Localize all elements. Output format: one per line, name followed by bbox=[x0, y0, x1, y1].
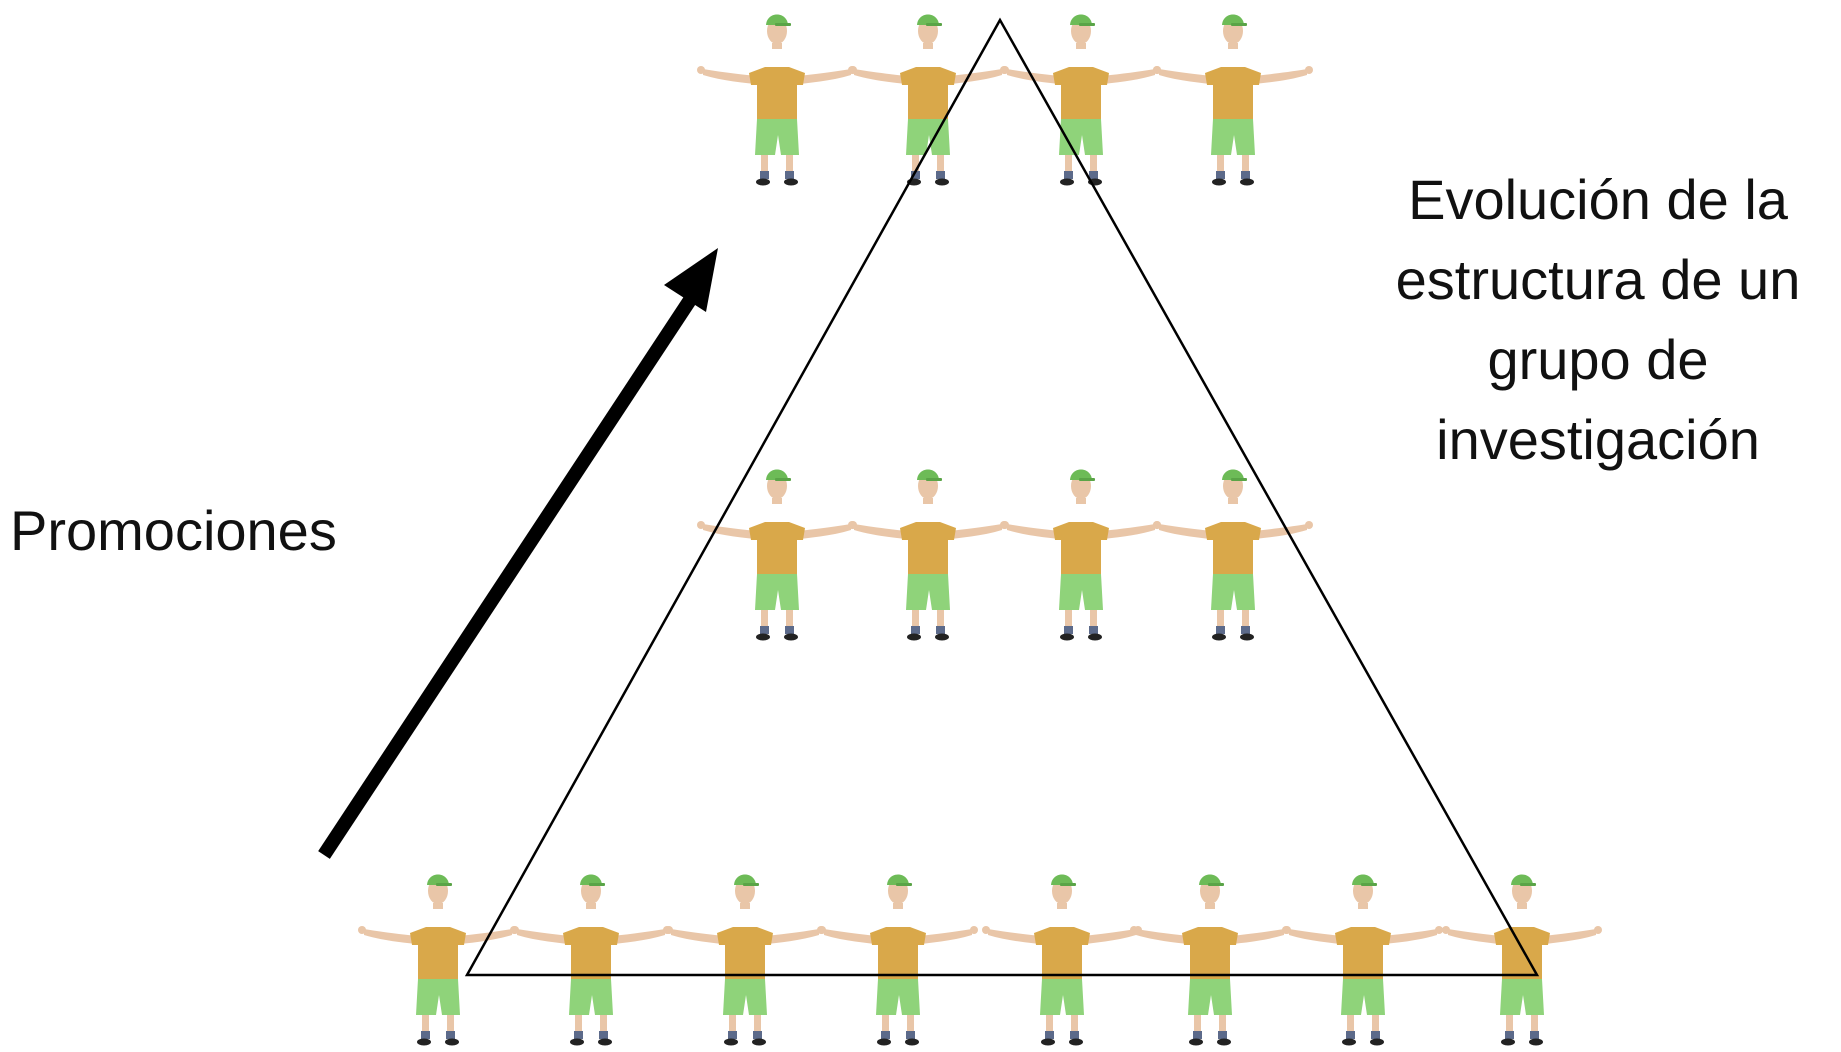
person-figure-icon bbox=[1442, 874, 1602, 1046]
promotions-label: Promociones bbox=[10, 499, 337, 562]
person-figure-icon bbox=[1283, 874, 1443, 1046]
person-figure-icon bbox=[665, 874, 825, 1046]
person-figure-icon bbox=[697, 469, 857, 641]
person-figure-icon bbox=[848, 469, 1008, 641]
person-figure-icon bbox=[358, 874, 518, 1046]
person-figure-icon bbox=[1153, 14, 1313, 186]
structure-caption: Evolución de la estructura de un grupo d… bbox=[1358, 160, 1838, 480]
hierarchy-triangle bbox=[464, 17, 1540, 977]
person-figure-icon bbox=[848, 14, 1008, 186]
person-figure-icon bbox=[1001, 14, 1161, 186]
person-figure-icon bbox=[1001, 469, 1161, 641]
caption-line: Evolución de la bbox=[1408, 168, 1788, 231]
caption-line: investigación bbox=[1436, 408, 1760, 471]
caption-line: grupo de bbox=[1487, 328, 1709, 391]
person-figure-icon bbox=[697, 14, 857, 186]
person-figure-icon bbox=[1153, 469, 1313, 641]
person-figure-icon bbox=[511, 874, 671, 1046]
arrow-up-right-icon bbox=[318, 248, 718, 859]
person-figure-icon bbox=[1130, 874, 1290, 1046]
caption-line: estructura de un bbox=[1395, 248, 1801, 311]
person-figure-icon bbox=[982, 874, 1142, 1046]
person-figure-icon bbox=[818, 874, 978, 1046]
